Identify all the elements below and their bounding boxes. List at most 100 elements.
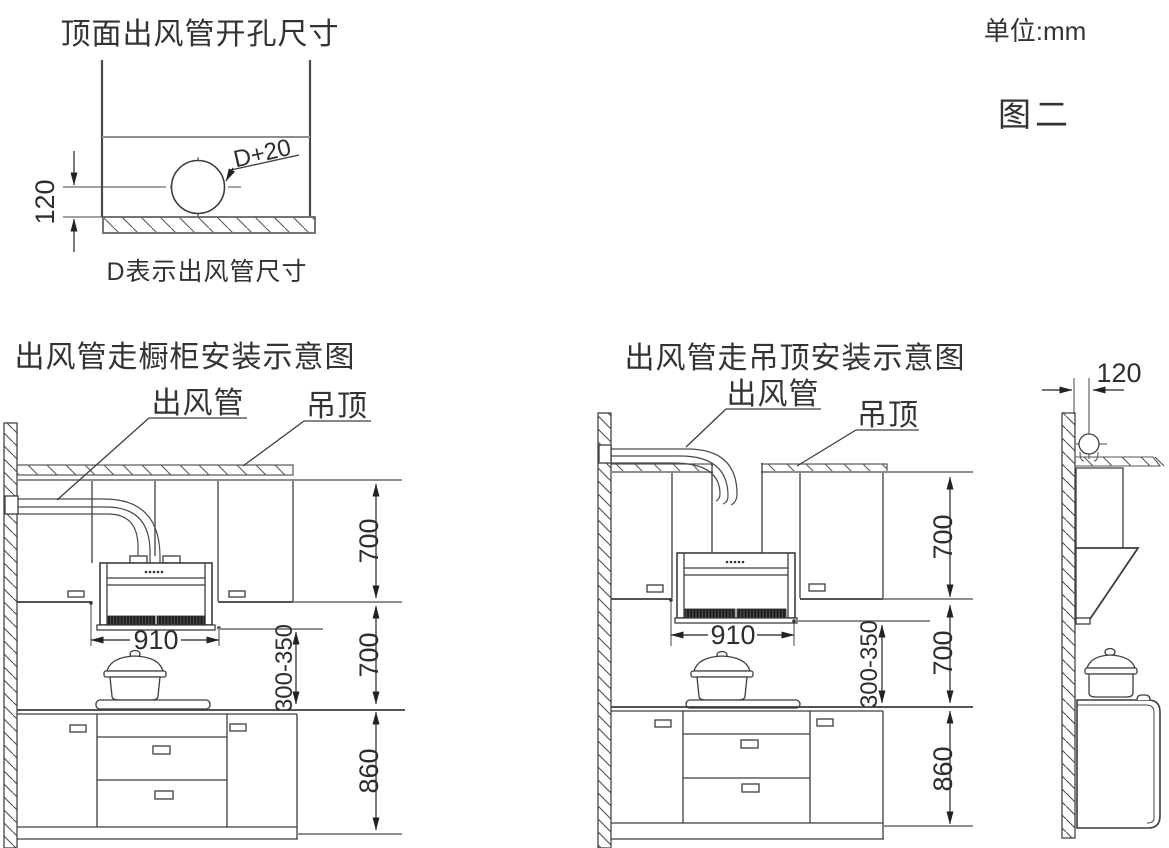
hood-canopy-profile bbox=[1076, 547, 1140, 620]
hood-side-posts bbox=[683, 553, 789, 618]
duct-pipe-inner bbox=[18, 513, 139, 563]
drawer-handle bbox=[152, 745, 171, 755]
cabinet-handle bbox=[228, 590, 246, 598]
ceiling-label: 吊顶 bbox=[306, 390, 368, 423]
dim-700-label: 700 bbox=[928, 630, 958, 675]
side-view-diagram: 120 bbox=[1042, 358, 1165, 839]
duct-pipe-middle bbox=[18, 506, 151, 563]
dim-300-350-label: 300-350 bbox=[856, 620, 883, 708]
dim-860-label: 860 bbox=[928, 746, 958, 791]
dim-120-label: 120 bbox=[30, 179, 60, 224]
hole-callout-arrow bbox=[225, 167, 236, 182]
counter-top-bump bbox=[1136, 694, 1151, 701]
drawer-lines bbox=[683, 733, 810, 779]
cabinet-handle bbox=[69, 724, 87, 733]
cabinet-handle bbox=[229, 723, 247, 732]
drawer-lines bbox=[97, 736, 227, 781]
dim-d20-label: D+20 bbox=[231, 134, 294, 173]
ceiling-diagram-title: 出风管走吊顶安装示意图 bbox=[625, 342, 966, 375]
base-cabinet-bottom-lines bbox=[611, 822, 884, 840]
hole-callout-underline bbox=[230, 154, 300, 171]
cabinet-handle bbox=[816, 718, 834, 727]
range-hood-body bbox=[676, 552, 796, 619]
dim-700-label: 700 bbox=[354, 518, 384, 563]
upper-cabinet-dividers bbox=[671, 473, 884, 598]
hood-bottom-flange bbox=[96, 624, 216, 631]
hood-chimney-profile bbox=[1076, 467, 1124, 548]
base-cabinet-bottom-lines bbox=[17, 826, 298, 840]
duct-leader-line bbox=[685, 408, 727, 448]
drawer-handle bbox=[741, 783, 760, 793]
dim-700-label: 700 bbox=[928, 514, 958, 559]
wall-duct-outlet bbox=[598, 444, 612, 464]
front-edge-hatched-strip bbox=[102, 216, 316, 234]
dim-910-label: 910 bbox=[133, 625, 178, 655]
cooking-pot bbox=[685, 650, 801, 709]
dim-860-label: 860 bbox=[354, 748, 384, 793]
duct-collar bbox=[162, 555, 181, 564]
extension-dot bbox=[89, 601, 93, 605]
cabinet-handle bbox=[67, 590, 85, 598]
ceiling-label: 吊顶 bbox=[857, 399, 919, 432]
hood-grille bbox=[156, 615, 206, 626]
dim-910-label: 910 bbox=[710, 620, 755, 650]
wall-duct-outlet bbox=[4, 495, 19, 515]
cabinet-route-diagram: 出风管走橱柜安装示意图 bbox=[3, 341, 405, 848]
base-cabinet-dividers bbox=[96, 714, 298, 839]
drawer-handle bbox=[154, 790, 174, 800]
duct-cross-section bbox=[1078, 433, 1100, 455]
duct-pipe-outer bbox=[611, 448, 738, 506]
hood-control-dots bbox=[144, 570, 164, 574]
ceiling-route-diagram: 出风管走吊顶安装示意图 bbox=[597, 342, 973, 848]
cabinet-diagram-title: 出风管走橱柜安装示意图 bbox=[15, 341, 356, 374]
cooking-pot bbox=[1084, 647, 1138, 698]
dim-300-350-label: 300-350 bbox=[271, 624, 298, 712]
chimney-opening bbox=[713, 461, 761, 554]
ceiling-end-tick bbox=[1154, 456, 1165, 467]
extension-dot bbox=[669, 598, 673, 602]
hood-front-lip bbox=[1075, 617, 1091, 625]
hob-base-plate bbox=[685, 699, 801, 709]
ceiling-strip bbox=[16, 464, 294, 476]
duct-pipe-outer bbox=[18, 498, 161, 563]
duct-pipe-middle bbox=[611, 455, 729, 505]
duct-pipe-inner bbox=[611, 462, 721, 502]
hood-side-posts bbox=[106, 563, 206, 625]
hole-diagram-title: 顶面出风管开孔尺寸 bbox=[61, 18, 340, 51]
wall-section bbox=[597, 412, 612, 848]
cabinet-handle bbox=[646, 584, 664, 593]
counter-inner-line bbox=[1077, 704, 1155, 824]
ceiling-strip bbox=[1074, 456, 1162, 467]
duct-label: 出风管 bbox=[152, 387, 245, 420]
hood-grille bbox=[107, 615, 156, 626]
hood-control-dots bbox=[725, 560, 745, 564]
cabinet-handle bbox=[654, 719, 672, 728]
figure-number-label: 图二 bbox=[998, 96, 1072, 133]
ceiling-leader-line bbox=[242, 420, 305, 467]
base-cabinet-dividers bbox=[682, 711, 884, 839]
drawer-handle bbox=[740, 739, 759, 749]
ceiling-leader-line bbox=[796, 429, 857, 467]
hood-chimney-sides bbox=[711, 463, 763, 554]
counter-side-profile bbox=[1076, 699, 1161, 829]
hole-diagram-caption: D表示出风管尺寸 bbox=[106, 258, 307, 286]
duct-leader-line bbox=[56, 417, 150, 501]
unit-label: 单位:mm bbox=[984, 16, 1087, 46]
cooking-pot bbox=[95, 649, 211, 710]
hole-cutout-diagram: 顶面出风管开孔尺寸 120 D+20 D表示出风管尺寸 bbox=[30, 18, 340, 286]
duct-collar bbox=[129, 555, 148, 564]
hood-panel-lines bbox=[107, 577, 205, 586]
dim-700-label: 700 bbox=[354, 632, 384, 677]
cabinet-handle bbox=[808, 583, 826, 592]
hood-grille bbox=[684, 608, 736, 619]
hood-panel-lines bbox=[684, 567, 788, 576]
dim-120-label: 120 bbox=[1096, 358, 1141, 388]
hood-grille bbox=[736, 608, 787, 619]
wall-section bbox=[3, 422, 18, 848]
duct-hole-circle bbox=[170, 159, 226, 215]
offset-reference-lines bbox=[1073, 378, 1090, 436]
extension-dot bbox=[792, 619, 796, 623]
figure-annotations: 单位:mm 图二 bbox=[984, 16, 1087, 133]
